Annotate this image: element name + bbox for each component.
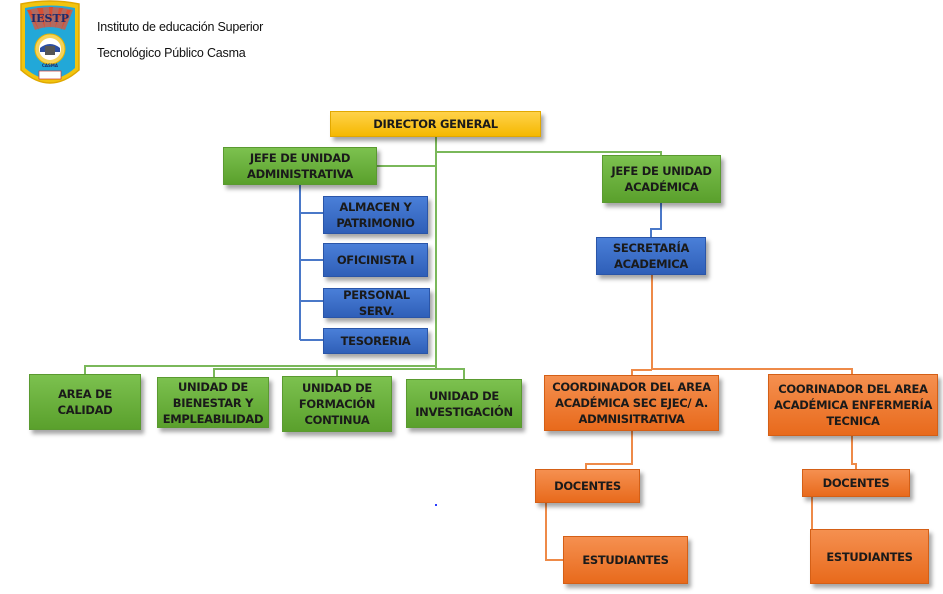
coordinador-enfermeria-box: COORINADOR DEL AREA ACADÉMICA ENFERMERÍA…: [768, 374, 938, 436]
jefe-unidad-academica-box: JEFE DE UNIDAD ACADÉMICA: [602, 155, 721, 203]
director-general-label: DIRECTOR GENERAL: [373, 117, 498, 131]
estudiantes-label-2: ESTUDIANTES: [826, 549, 913, 564]
connector-academica-secretaria: [650, 203, 662, 237]
admin-unit-personal-box: PERSONAL SERV.: [323, 288, 430, 318]
unidad-formacion-box: UNIDAD DE FORMACIÓN CONTINUA: [282, 376, 392, 432]
connector-secretaria-coordinators: [651, 275, 853, 374]
estudiantes-label-1: ESTUDIANTES: [582, 553, 669, 567]
coordinador-sec-ejec-label: COORDINADOR DEL AREA ACADÉMICA SEC EJEC/…: [552, 380, 711, 426]
connector-docentes1-estudiantes: [545, 503, 563, 561]
secretaria-academica-box: SECRETARÍA ACADEMICA: [596, 237, 706, 275]
area-calidad-label: AREA DE CALIDAD: [57, 387, 113, 417]
institution-name-line1: Instituto de educación Superior: [97, 20, 264, 34]
docentes-box-1: DOCENTES: [535, 469, 640, 503]
admin-unit-tesoreria-label: TESORERIA: [340, 334, 411, 348]
docentes-box-2: DOCENTES: [802, 469, 910, 497]
connector-areas-bus-a: [84, 365, 436, 374]
secretaria-academica-label: SECRETARÍA ACADEMICA: [612, 241, 690, 271]
docentes-label-2: DOCENTES: [822, 476, 890, 490]
admin-unit-oficinista-label: OFICINISTA I: [336, 253, 415, 267]
unidad-investigacion-box: UNIDAD DE INVESTIGACIÓN: [406, 379, 522, 428]
connector-areas-bus-c: [336, 368, 436, 376]
estudiantes-box-1: ESTUDIANTES: [563, 536, 688, 584]
institution-logo: IESTP CASMA: [20, 0, 80, 84]
coordinador-enfermeria-label: COORINADOR DEL AREA ACADÉMICA ENFERMERÍA…: [773, 382, 933, 428]
jefe-unidad-administrativa-label: JEFE DE UNIDAD ADMINISTRATIVA: [246, 151, 353, 181]
connector-director-academica: [436, 151, 662, 155]
admin-unit-oficinista-box: OFICINISTA I: [323, 243, 428, 277]
jefe-unidad-academica-label: JEFE DE UNIDAD ACADÉMICA: [611, 164, 712, 194]
connector-coord1-docentes: [585, 431, 633, 469]
svg-text:IESTP: IESTP: [31, 12, 69, 25]
admin-unit-almacen-label: ALMACEN Y PATRIMONIO: [336, 200, 415, 230]
admin-unit-tesoreria-box: TESORERIA: [323, 328, 428, 354]
director-general-box: DIRECTOR GENERAL: [330, 111, 541, 137]
jefe-unidad-administrativa-box: JEFE DE UNIDAD ADMINISTRATIVA: [223, 147, 377, 185]
area-calidad-box: AREA DE CALIDAD: [29, 374, 141, 430]
admin-unit-almacen-box: ALMACEN Y PATRIMONIO: [323, 196, 428, 234]
estudiantes-box-2: ESTUDIANTES: [810, 529, 929, 584]
docentes-label-1: DOCENTES: [554, 479, 621, 493]
unidad-bienestar-label: UNIDAD DE BIENESTAR Y EMPLEABILIDAD: [162, 379, 264, 426]
unidad-formacion-label: UNIDAD DE FORMACIÓN CONTINUA: [298, 381, 376, 427]
connector-coord2-docentes: [851, 436, 857, 469]
unidad-bienestar-box: UNIDAD DE BIENESTAR Y EMPLEABILIDAD: [157, 377, 269, 428]
connector-areas-bus-d: [436, 368, 465, 379]
stray-dot: [435, 504, 437, 506]
svg-text:CASMA: CASMA: [42, 63, 59, 68]
institution-name-line2: Tecnológico Público Casma: [97, 46, 246, 60]
coordinador-sec-ejec-box: COORDINADOR DEL AREA ACADÉMICA SEC EJEC/…: [544, 375, 719, 431]
unidad-investigacion-label: UNIDAD DE INVESTIGACIÓN: [415, 388, 513, 419]
admin-unit-personal-label: PERSONAL SERV.: [343, 288, 410, 318]
